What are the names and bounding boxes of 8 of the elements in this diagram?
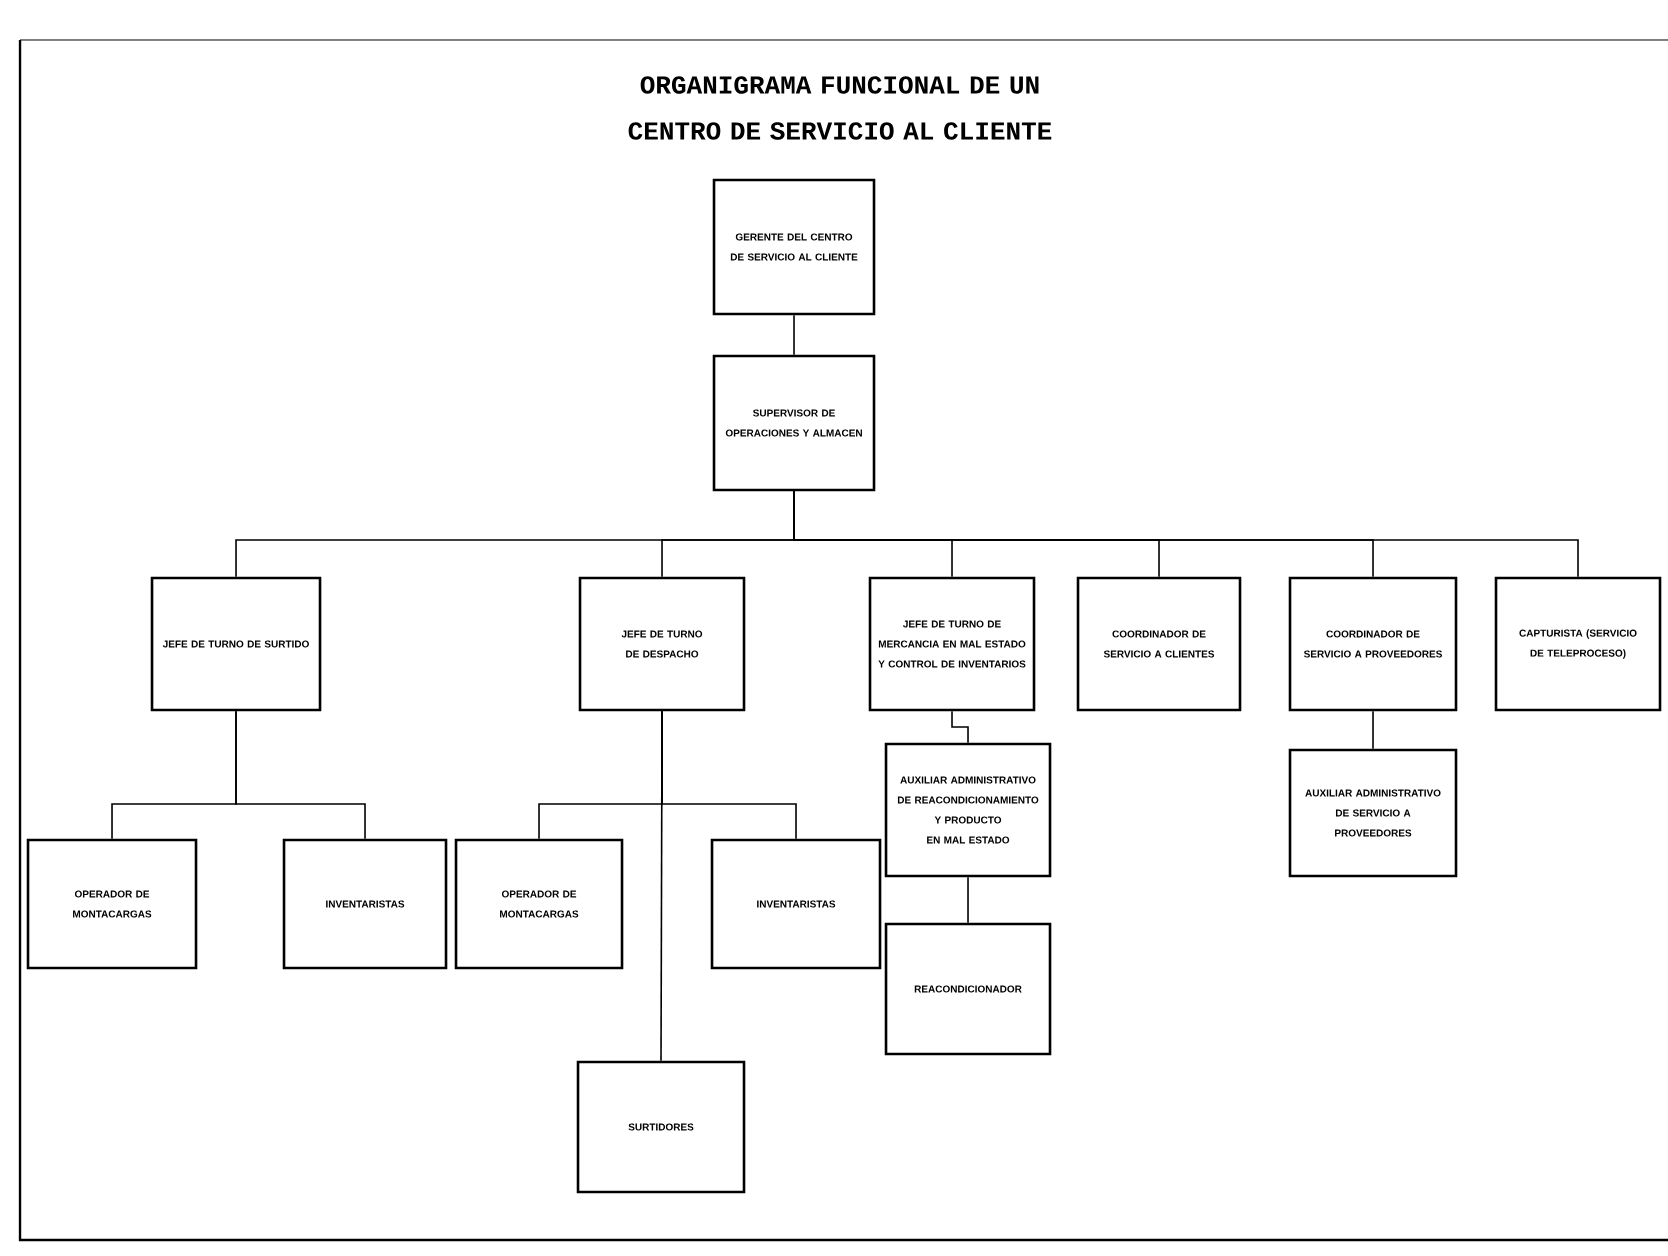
connector-line bbox=[1372, 710, 1374, 750]
connector-line bbox=[951, 710, 969, 744]
connector-line bbox=[235, 710, 366, 840]
connector-line bbox=[660, 710, 663, 1062]
connector-line bbox=[793, 490, 1579, 578]
title: ORGANIGRAMA FUNCIONAL DE UN CENTRO DE SERVICIO AL CLIENTE bbox=[628, 76, 1052, 140]
connector-line bbox=[967, 876, 969, 924]
connector-line bbox=[793, 314, 795, 356]
